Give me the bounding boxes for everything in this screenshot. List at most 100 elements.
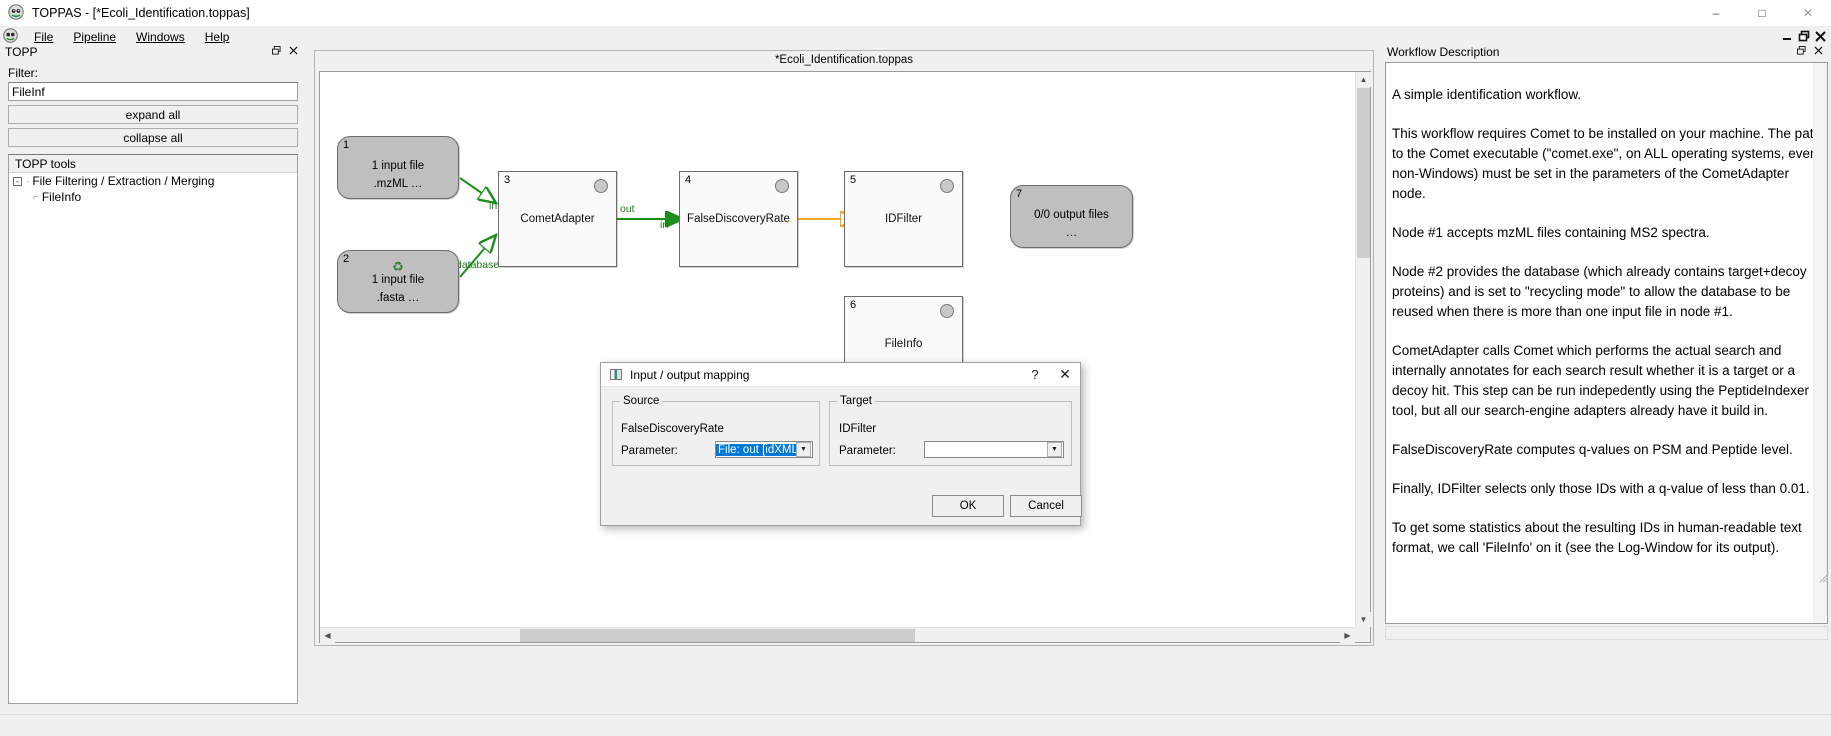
vscroll-thumb[interactable] bbox=[1357, 88, 1370, 258]
toppas-app-icon bbox=[8, 3, 24, 23]
workflow-dock-titlebar: Workflow Description bbox=[1382, 44, 1831, 60]
description-horizontal-scrollbar[interactable] bbox=[1385, 626, 1828, 640]
pipeline-node-2-input[interactable]: 2 ♻ 1 input file .fasta … bbox=[337, 250, 459, 313]
node-4-status-indicator bbox=[775, 179, 789, 193]
edge-label-out-3: out bbox=[620, 203, 635, 215]
dialog-close-button[interactable]: ✕ bbox=[1059, 366, 1071, 382]
source-parameter-combobox[interactable]: File: out [idXML] ▼ bbox=[715, 441, 813, 458]
resize-grip-icon[interactable] bbox=[1819, 572, 1829, 583]
node-7-number: 7 bbox=[1016, 188, 1023, 200]
topp-dock-close-button[interactable] bbox=[289, 46, 298, 58]
node-1-line2: .mzML … bbox=[373, 178, 423, 191]
node-3-label: CometAdapter bbox=[520, 213, 595, 225]
mdi-minimize-button[interactable] bbox=[1781, 29, 1796, 45]
scroll-right-arrow[interactable]: ▶ bbox=[1340, 628, 1355, 643]
menu-help[interactable]: Help bbox=[195, 28, 240, 46]
pipeline-node-5-idfilter[interactable]: 5 IDFilter bbox=[844, 171, 963, 267]
source-groupbox: Source bbox=[612, 395, 820, 466]
status-bar bbox=[0, 714, 1831, 736]
target-groupbox: Target bbox=[829, 395, 1072, 466]
node-5-number: 5 bbox=[850, 174, 857, 186]
node-3-number: 3 bbox=[504, 174, 511, 186]
dialog-body: Source FalseDiscoveryRate Parameter: Fil… bbox=[601, 387, 1082, 527]
topp-dock-float-button[interactable] bbox=[272, 46, 281, 58]
window-minimize-button[interactable]: – bbox=[1712, 6, 1720, 20]
chevron-down-icon[interactable]: ▼ bbox=[796, 442, 811, 457]
topp-dock-titlebar: TOPP bbox=[0, 44, 306, 60]
workflow-dock-close-button[interactable] bbox=[1814, 46, 1823, 58]
node-7-line2: … bbox=[1065, 227, 1078, 240]
pipeline-node-4-falsediscoveryrate[interactable]: 4 FalseDiscoveryRate bbox=[679, 171, 798, 267]
tool-filter-input[interactable] bbox=[8, 82, 298, 101]
menu-file[interactable]: File bbox=[24, 28, 63, 46]
cancel-button[interactable]: Cancel bbox=[1010, 495, 1082, 517]
filter-label: Filter: bbox=[8, 66, 38, 80]
workflow-description-dock: Workflow Description A simple identifica… bbox=[1382, 44, 1831, 712]
pipeline-node-1-input[interactable]: 1 1 input file .mzML … bbox=[337, 136, 459, 199]
pipeline-node-3-cometadapter[interactable]: 3 CometAdapter bbox=[498, 171, 617, 267]
source-parameter-label: Parameter: bbox=[621, 445, 678, 457]
pipeline-canvas[interactable]: in database out in 1 1 input file .mzML … bbox=[320, 72, 1355, 627]
tree-connector-child: ⌐ bbox=[33, 191, 39, 203]
ok-button[interactable]: OK bbox=[932, 495, 1004, 517]
pipeline-subwindow: *Ecoli_Identification.toppas bbox=[314, 50, 1374, 646]
mdi-window-controls bbox=[1781, 29, 1831, 45]
description-paragraph: Finally, IDFilter selects only those IDs… bbox=[1392, 481, 1810, 496]
menu-pipeline[interactable]: Pipeline bbox=[63, 28, 126, 46]
tree-collapse-icon[interactable]: - bbox=[13, 176, 22, 186]
workflow-description-text[interactable]: A simple identification workflow. This w… bbox=[1385, 62, 1828, 624]
menu-help-label: Help bbox=[204, 29, 230, 44]
window-titlebar: TOPPAS - [*Ecoli_Identification.toppas] … bbox=[0, 0, 1831, 26]
dialog-titlebar: Input / output mapping ? ✕ bbox=[601, 363, 1080, 387]
tree-item-fileinfo[interactable]: ⌐ FileInfo bbox=[9, 189, 297, 205]
tree-item-category[interactable]: - · File Filtering / Extraction / Mergin… bbox=[9, 173, 297, 189]
menu-pipeline-label: Pipeline bbox=[73, 29, 117, 44]
scroll-up-arrow[interactable]: ▲ bbox=[1356, 72, 1371, 87]
window-title: TOPPAS - [*Ecoli_Identification.toppas] bbox=[32, 6, 250, 20]
workflow-dock-float-button[interactable] bbox=[1797, 46, 1806, 58]
mdi-workspace: *Ecoli_Identification.toppas bbox=[306, 44, 1382, 712]
mdi-restore-button[interactable] bbox=[1797, 29, 1812, 45]
canvas-vertical-scrollbar[interactable]: ▲ ▼ bbox=[1355, 72, 1371, 627]
window-maximize-button[interactable]: □ bbox=[1758, 6, 1766, 20]
menu-windows[interactable]: Windows bbox=[126, 28, 195, 46]
target-parameter-label: Parameter: bbox=[839, 445, 896, 457]
mapping-icon bbox=[610, 369, 622, 380]
description-paragraph: CometAdapter calls Comet which performs … bbox=[1392, 343, 1810, 418]
description-paragraph: Node #1 accepts mzML files containing MS… bbox=[1392, 225, 1710, 240]
dialog-help-button[interactable]: ? bbox=[1031, 367, 1039, 382]
menu-windows-label: Windows bbox=[136, 29, 185, 44]
pipeline-node-7-output[interactable]: 7 0/0 output files … bbox=[1010, 185, 1133, 248]
tree-item-category-label: File Filtering / Extraction / Merging bbox=[32, 174, 215, 188]
node-6-status-indicator bbox=[940, 304, 954, 318]
canvas-horizontal-scrollbar[interactable]: ◀ ▶ bbox=[320, 627, 1355, 643]
node-6-label: FileInfo bbox=[884, 338, 923, 350]
pipeline-subwindow-title: *Ecoli_Identification.toppas bbox=[315, 51, 1373, 69]
source-parameter-value: File: out [idXML] bbox=[716, 443, 796, 456]
scroll-down-arrow[interactable]: ▼ bbox=[1356, 612, 1371, 627]
node-2-number: 2 bbox=[343, 253, 350, 265]
window-close-button[interactable]: ✕ bbox=[1802, 6, 1814, 20]
tree-connector: · bbox=[26, 175, 30, 187]
window-controls: – □ ✕ bbox=[1693, 0, 1831, 26]
mdi-close-button[interactable] bbox=[1813, 29, 1828, 45]
topp-dock-title: TOPP bbox=[5, 45, 38, 59]
expand-all-button[interactable]: expand all bbox=[8, 105, 298, 124]
target-parameter-combobox[interactable]: ▼ bbox=[924, 441, 1064, 458]
node-2-line2: .fasta … bbox=[376, 292, 420, 305]
node-5-status-indicator bbox=[940, 179, 954, 193]
node-4-number: 4 bbox=[685, 174, 692, 186]
scroll-left-arrow[interactable]: ◀ bbox=[320, 628, 335, 643]
node-5-label: IDFilter bbox=[884, 213, 923, 225]
source-node-name: FalseDiscoveryRate bbox=[621, 423, 724, 435]
topp-tools-tree-header: TOPP tools bbox=[9, 155, 297, 173]
hscroll-thumb[interactable] bbox=[520, 629, 915, 642]
description-vertical-scrollbar[interactable] bbox=[1813, 63, 1827, 623]
chevron-down-icon[interactable]: ▼ bbox=[1047, 442, 1062, 457]
input-output-mapping-dialog: Input / output mapping ? ✕ Source FalseD… bbox=[600, 362, 1082, 527]
topp-tools-tree[interactable]: TOPP tools - · File Filtering / Extracti… bbox=[8, 154, 298, 704]
node-3-status-indicator bbox=[594, 179, 608, 193]
collapse-all-button[interactable]: collapse all bbox=[8, 128, 298, 147]
workflow-dock-title: Workflow Description bbox=[1387, 45, 1500, 59]
